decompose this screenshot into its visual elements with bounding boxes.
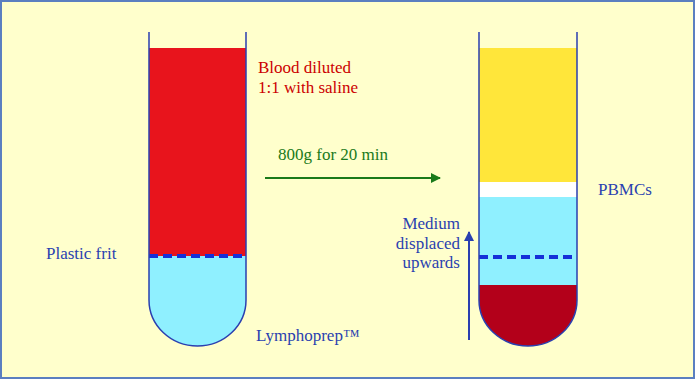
plastic-frit [149, 254, 246, 258]
tube-outline [149, 32, 246, 346]
pbmc-band [479, 182, 577, 197]
displacement-arrow [468, 232, 470, 340]
layer-label: PBMCs [598, 180, 678, 200]
diluted-blood [149, 48, 246, 256]
frit-label: Plastic frit [46, 244, 142, 264]
plastic-frit [479, 255, 577, 259]
medium-note: Medium displaced upwards [378, 214, 460, 273]
red-cell-pellet [479, 285, 577, 346]
medium-label: Lymphoprep™ [256, 326, 396, 346]
tube-outline [479, 32, 577, 346]
spin-condition: 800g for 20 min [278, 145, 448, 165]
plasma-layer [479, 48, 577, 182]
sample-note: Blood diluted 1:1 with saline [258, 58, 370, 97]
displaced-medium [479, 197, 577, 285]
process-arrow [265, 177, 440, 179]
